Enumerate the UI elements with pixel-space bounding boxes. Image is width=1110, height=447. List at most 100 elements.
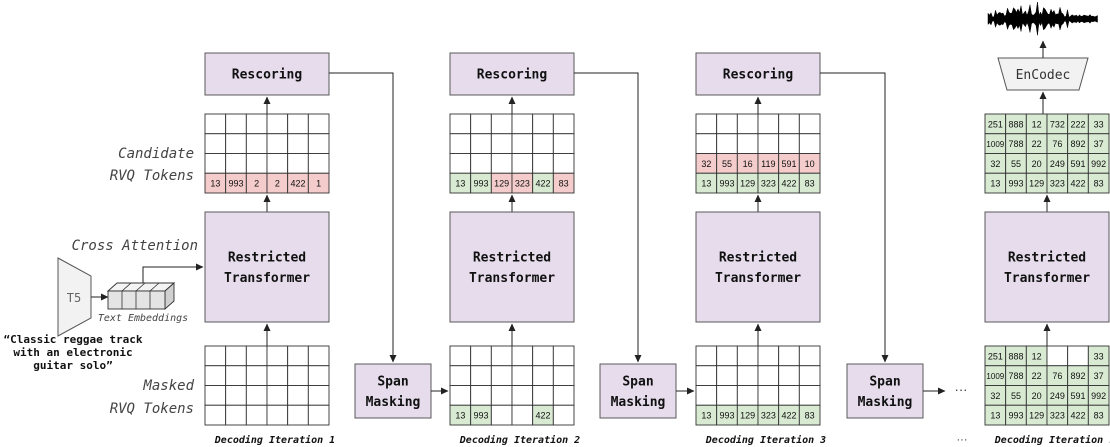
token-cell (490, 113, 513, 135)
candidate-label-line1: Candidate (118, 146, 194, 162)
token-cell (511, 113, 534, 135)
token-value: 55 (722, 159, 732, 169)
token-cell (449, 365, 472, 386)
token-cell (798, 365, 821, 386)
token-value: 993 (719, 411, 734, 421)
token-cell (287, 113, 309, 135)
block-label: Transformer (1004, 271, 1090, 286)
token-cell (552, 404, 575, 426)
token-cell (307, 133, 330, 154)
token-cell (470, 133, 492, 154)
token-cell (449, 133, 472, 154)
token-cell (511, 133, 534, 154)
block-label: Masking (366, 395, 421, 410)
iteration-caption: Decoding Iteration 2 (459, 434, 580, 446)
token-value: 323 (515, 179, 530, 189)
token-cell (470, 113, 492, 135)
token-value: 129 (1029, 411, 1044, 421)
token-cell (1067, 345, 1089, 367)
prompt-line-1: “Classic reggae track (3, 333, 142, 346)
token-cell (552, 172, 575, 194)
audio-waveform-icon (987, 1, 1098, 36)
rescoring-block: Rescoring (695, 52, 821, 96)
token-value: 129 (740, 411, 755, 421)
token-value: 37 (1094, 139, 1104, 149)
token-value: 422 (1070, 411, 1085, 421)
token-cell (266, 133, 289, 154)
text-embeddings-label: Text Embeddings (98, 313, 188, 324)
rescoring-to-span-arrow (574, 72, 642, 363)
token-cell (245, 365, 268, 386)
token-cell (511, 385, 534, 406)
token-cell (757, 365, 780, 386)
token-value: 992 (1091, 391, 1106, 401)
token-value: 993 (719, 179, 734, 189)
token-cell (204, 113, 227, 135)
masked-label-line1: Masked (142, 378, 194, 394)
token-cell (532, 365, 554, 386)
token-value: 591 (1070, 391, 1085, 401)
embeddings-to-transformer-arrow (142, 263, 204, 283)
token-cell (307, 153, 330, 174)
token-cell (532, 345, 554, 367)
ellipsis: ··· (955, 382, 968, 397)
block-label: Span (622, 375, 653, 390)
block-label: Restricted (719, 251, 797, 266)
prompt-line-2: with an electronic (13, 346, 132, 359)
token-value: 323 (761, 179, 776, 189)
token-cell (532, 385, 554, 406)
token-cell (287, 365, 309, 386)
masked-token-grid (204, 345, 330, 426)
token-cell (716, 385, 738, 406)
token-value: 993 (1008, 411, 1023, 421)
token-cell (798, 113, 821, 135)
block-label: Masking (611, 395, 666, 410)
token-value: 993 (228, 179, 243, 189)
token-value: 222 (1070, 119, 1085, 129)
token-cell (695, 113, 718, 135)
token-cell (798, 172, 821, 194)
block-label: Transformer (224, 271, 310, 286)
token-cell (449, 345, 472, 367)
token-cell (266, 113, 289, 135)
token-cell (552, 113, 575, 135)
token-value: 422 (781, 179, 796, 189)
token-cell (449, 113, 472, 135)
token-value: 13 (701, 411, 711, 421)
token-value: 993 (1008, 179, 1023, 189)
token-cell (245, 133, 268, 154)
token-cell (245, 345, 268, 367)
token-cell (716, 365, 738, 386)
token-cell (511, 345, 534, 367)
token-cell (1046, 345, 1069, 367)
block-label: Restricted (228, 251, 306, 266)
token-value: 323 (761, 411, 776, 421)
token-cell (307, 365, 330, 386)
token-cell (225, 113, 247, 135)
token-cell (490, 404, 513, 426)
token-cell (736, 385, 759, 406)
token-cell (798, 345, 821, 367)
token-cell (490, 385, 513, 406)
token-value: 12 (1032, 351, 1042, 361)
t5-encoder-shape (57, 257, 92, 337)
token-value: 2 (254, 179, 259, 189)
token-cell (532, 133, 554, 154)
token-value: 788 (1008, 139, 1023, 149)
token-cell (798, 385, 821, 406)
token-cell (225, 365, 247, 386)
token-cell (716, 133, 738, 154)
block-label: Span (377, 375, 408, 390)
token-value: 76 (1052, 371, 1062, 381)
token-value: 33 (1094, 119, 1104, 129)
